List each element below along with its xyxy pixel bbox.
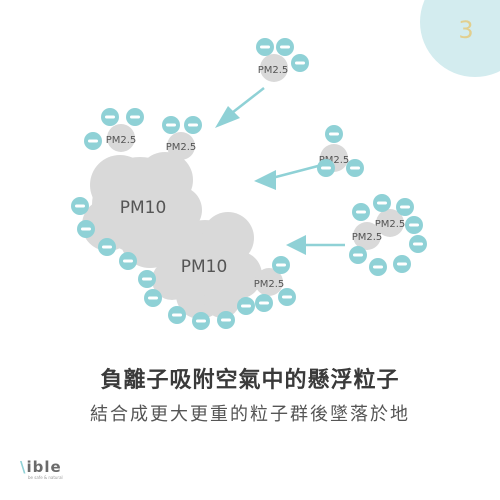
svg-text:PM2.5: PM2.5 — [319, 155, 350, 166]
arrow-top — [215, 87, 265, 128]
negative-ion-icon — [184, 116, 202, 134]
negative-ion-icon — [291, 54, 309, 72]
negative-ion-icon — [162, 116, 180, 134]
negative-ion-icon — [71, 197, 89, 215]
brand-tagline: be safe & natural — [28, 475, 63, 480]
headline: 負離子吸附空氣中的懸浮粒子 — [100, 368, 400, 393]
arrow-middle — [254, 164, 319, 190]
svg-text:PM2.5: PM2.5 — [106, 135, 137, 146]
brand-logo: \ible be safe & natural — [20, 458, 80, 480]
negative-ion-icon — [405, 216, 423, 234]
negative-ions — [71, 38, 427, 330]
pm25-particle-2: PM2.5 — [106, 124, 137, 152]
negative-ion-icon — [237, 297, 255, 315]
pm25-particle-1: PM2.5 — [258, 54, 289, 82]
negative-ion-icon — [352, 203, 370, 221]
subline: 結合成更大更重的粒子群後墜落於地 — [90, 404, 410, 425]
negative-ion-icon — [119, 252, 137, 270]
negative-ion-icon — [192, 312, 210, 330]
svg-text:PM2.5: PM2.5 — [254, 279, 285, 290]
negative-ion-icon — [256, 38, 274, 56]
logo-mark-icon: \ — [20, 458, 27, 476]
negative-ion-icon — [369, 258, 387, 276]
svg-text:PM2.5: PM2.5 — [166, 142, 197, 153]
negative-ion-icon — [77, 220, 95, 238]
negative-ion-icon — [349, 246, 367, 264]
pm25-particle-7: PM2.5 — [254, 268, 285, 296]
svg-text:PM2.5: PM2.5 — [258, 65, 289, 76]
negative-ion-icon — [276, 38, 294, 56]
negative-ion-icon — [346, 159, 364, 177]
negative-ion-icon — [101, 108, 119, 126]
negative-ion-icon — [409, 235, 427, 253]
pm25-particle-5: PM2.5 — [375, 209, 406, 237]
negative-ion-icon — [126, 108, 144, 126]
negative-ion-icon — [144, 289, 162, 307]
step-number: 3 — [458, 16, 473, 44]
negative-ion-icon — [325, 125, 343, 143]
negative-ion-icon — [373, 194, 391, 212]
negative-ion-icon — [98, 238, 116, 256]
negative-ion-icon — [317, 159, 335, 177]
negative-ion-icon — [168, 306, 186, 324]
pm25-particle-6: PM2.5 — [352, 222, 383, 250]
pm25-particle-3: PM2.5 — [166, 132, 197, 160]
negative-ion-icon — [272, 256, 290, 274]
brand-name: ible — [26, 458, 62, 476]
negative-ion-icon — [84, 132, 102, 150]
negative-ion-icon — [393, 255, 411, 273]
negative-ion-icon — [396, 198, 414, 216]
svg-text:PM2.5: PM2.5 — [375, 219, 406, 230]
corner-circle — [420, 0, 500, 77]
negative-ion-icon — [217, 311, 235, 329]
negative-ion-icon — [255, 294, 273, 312]
pm10-particle-cluster — [82, 152, 262, 319]
pm10-label-1: PM10 — [120, 198, 167, 218]
pm10-label-2: PM10 — [181, 257, 228, 277]
arrow-bottom — [286, 235, 345, 255]
negative-ion-icon — [278, 288, 296, 306]
svg-text:PM2.5: PM2.5 — [352, 232, 383, 243]
negative-ion-icon — [138, 270, 156, 288]
